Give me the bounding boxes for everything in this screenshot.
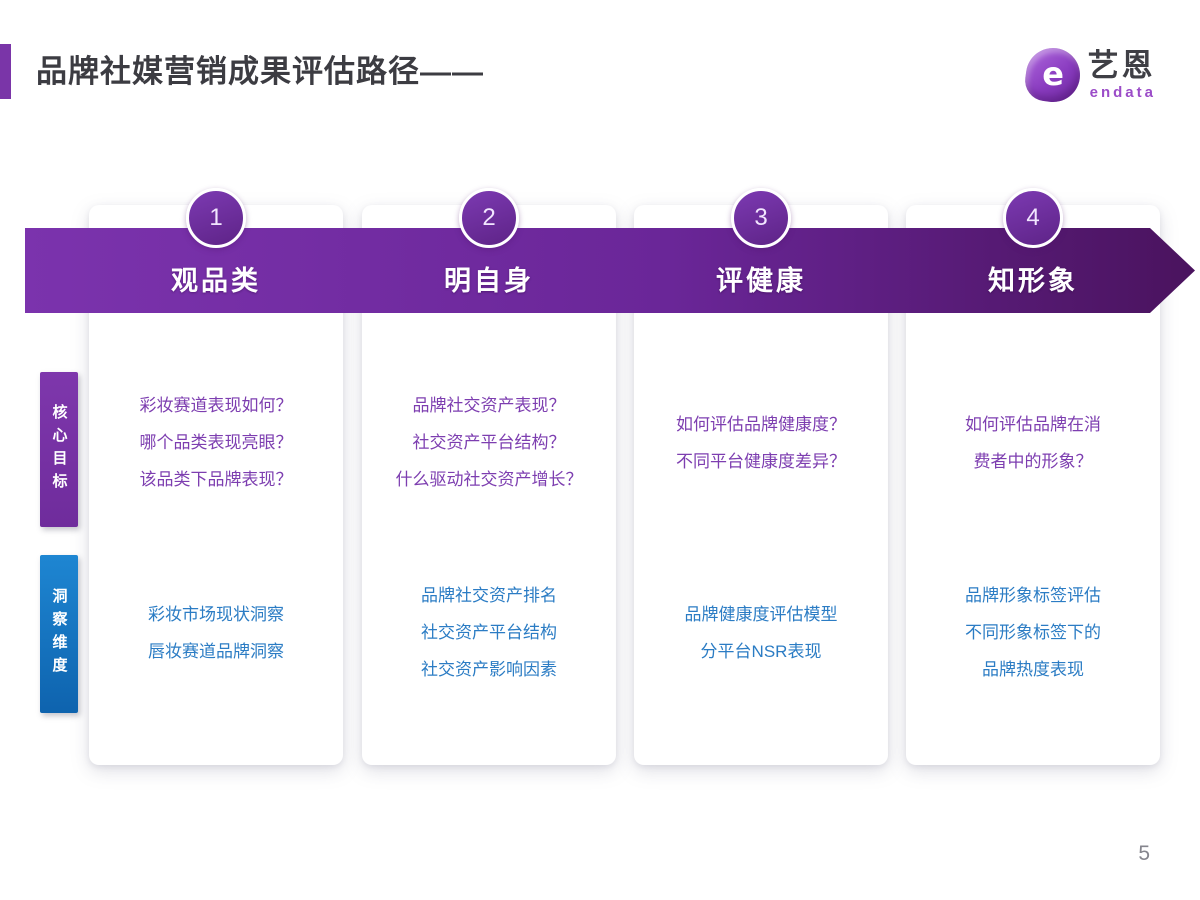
logo-brand-cn: 艺恩 <box>1087 48 1156 83</box>
card-4-insights: 品牌形象标签评估 不同形象标签下的品牌热度表现 <box>906 560 1160 705</box>
page-number: 5 <box>1138 842 1150 865</box>
side-tab-core-goals-label: 核心目标 <box>50 403 68 496</box>
endata-logo-icon: e <box>1022 44 1084 106</box>
card-3-questions: 如何评估品牌健康度？ 不同平台健康度差异？ <box>634 370 888 515</box>
step-2-label: 明自身 <box>444 266 534 296</box>
logo-brand-en: endata <box>1089 84 1156 101</box>
insight: 唇妆赛道品牌洞察 <box>148 641 284 661</box>
step-1-label: 观品类 <box>171 266 261 296</box>
side-tab-core-goals: 核心目标 <box>40 372 78 527</box>
insight: 分平台NSR表现 <box>700 641 822 661</box>
question: 不同平台健康度差异？ <box>676 451 846 471</box>
question: 如何评估品牌在消费者中的形象？ <box>965 414 1101 471</box>
step-3-label: 评健康 <box>716 266 806 296</box>
insight: 彩妆市场现状洞察 <box>148 604 284 624</box>
insight: 品牌社交资产排名 <box>421 586 557 605</box>
question: 品牌社交资产表现？ <box>412 396 566 415</box>
question: 哪个品类表现亮眼？ <box>139 433 293 452</box>
question: 彩妆赛道表现如何？ <box>139 396 293 415</box>
endata-logo: e 艺恩 endata <box>1022 44 1156 106</box>
side-tab-insight-dimensions-label: 洞察维度 <box>50 588 68 680</box>
step-3: 3 评健康 <box>634 188 888 298</box>
step-2-circle: 2 <box>459 188 519 248</box>
insight: 不同形象标签下的品牌热度表现 <box>965 623 1101 679</box>
step-2: 2 明自身 <box>362 188 616 298</box>
question: 该品类下品牌表现？ <box>139 470 293 489</box>
insight: 品牌形象标签评估 <box>965 586 1101 605</box>
step-4-circle: 4 <box>1003 188 1063 248</box>
card-4-questions: 如何评估品牌在消费者中的形象？ <box>906 370 1160 515</box>
insight: 品牌健康度评估模型 <box>684 604 838 624</box>
side-tab-insight-dimensions: 洞察维度 <box>40 555 78 713</box>
step-4-label: 知形象 <box>988 266 1078 296</box>
step-number: 2 <box>482 204 496 231</box>
question: 如何评估品牌健康度？ <box>676 414 846 434</box>
page-title: 品牌社媒营销成果评估路径—— <box>36 54 484 89</box>
step-4: 4 知形象 <box>906 188 1160 298</box>
card-3-insights: 品牌健康度评估模型 分平台NSR表现 <box>634 560 888 705</box>
card-2-insights: 品牌社交资产排名 社交资产平台结构 社交资产影响因素 <box>362 560 616 705</box>
logo-text: 艺恩 endata <box>1088 50 1156 100</box>
step-number: 4 <box>1026 204 1040 231</box>
question: 社交资产平台结构？ <box>412 433 566 452</box>
insight: 社交资产影响因素 <box>421 660 557 679</box>
step-number: 3 <box>754 204 768 231</box>
logo-letter: e <box>1041 55 1064 94</box>
title-accent-bar <box>0 44 11 99</box>
step-1: 1 观品类 <box>89 188 343 298</box>
step-3-circle: 3 <box>731 188 791 248</box>
step-number: 1 <box>209 204 223 231</box>
card-1-questions: 彩妆赛道表现如何？ 哪个品类表现亮眼？ 该品类下品牌表现？ <box>89 370 343 515</box>
step-1-circle: 1 <box>186 188 246 248</box>
card-2-questions: 品牌社交资产表现？ 社交资产平台结构？ 什么驱动社交资产增长？ <box>362 370 616 515</box>
insight: 社交资产平台结构 <box>421 623 557 642</box>
card-1-insights: 彩妆市场现状洞察 唇妆赛道品牌洞察 <box>89 560 343 705</box>
question: 什么驱动社交资产增长？ <box>395 470 583 489</box>
